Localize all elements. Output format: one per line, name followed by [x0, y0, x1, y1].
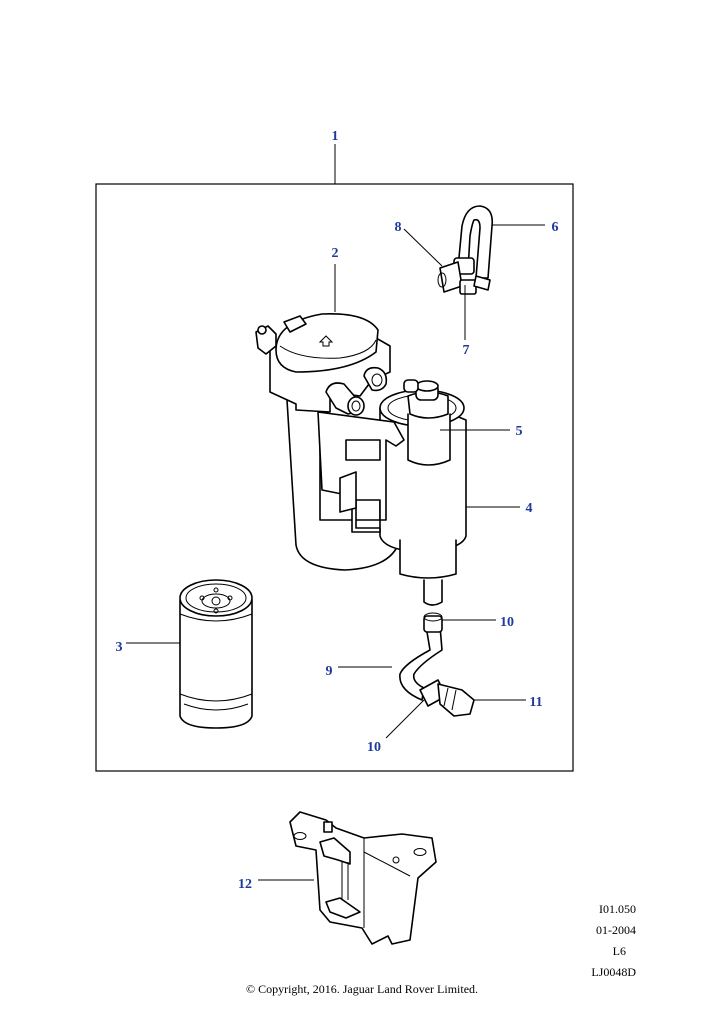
water-sensor	[379, 379, 465, 466]
callout-5: 5	[516, 424, 523, 439]
callout-10b: 10	[367, 740, 381, 755]
callout-10a: 10	[500, 615, 514, 630]
callout-11: 11	[529, 695, 542, 710]
callout-8: 8	[395, 220, 402, 235]
leader-10b	[385, 699, 425, 739]
callout-4: 4	[526, 501, 533, 516]
reference-date: 01-2004	[596, 923, 636, 937]
mounting-bracket	[289, 811, 437, 945]
copyright-notice: © Copyright, 2016. Jaguar Land Rover Lim…	[245, 982, 479, 996]
callout-1: 1	[332, 129, 339, 144]
reference-code-2: LJ0048D	[591, 965, 636, 979]
callout-7: 7	[463, 343, 470, 358]
filter-head	[255, 313, 391, 416]
filter-element	[179, 579, 253, 729]
callout-6: 6	[552, 220, 559, 235]
callout-9: 9	[326, 664, 333, 679]
leader-8	[403, 228, 443, 267]
callout-12: 12	[238, 877, 252, 892]
reference-variant: L6	[612, 944, 626, 958]
fuel-hose-lower	[399, 612, 475, 717]
fuel-hose-upper	[437, 205, 494, 295]
callout-3: 3	[116, 640, 123, 655]
reference-code-1: I01.050	[599, 902, 636, 916]
callout-2: 2	[332, 246, 339, 261]
flow-arrow-icon	[318, 335, 334, 347]
